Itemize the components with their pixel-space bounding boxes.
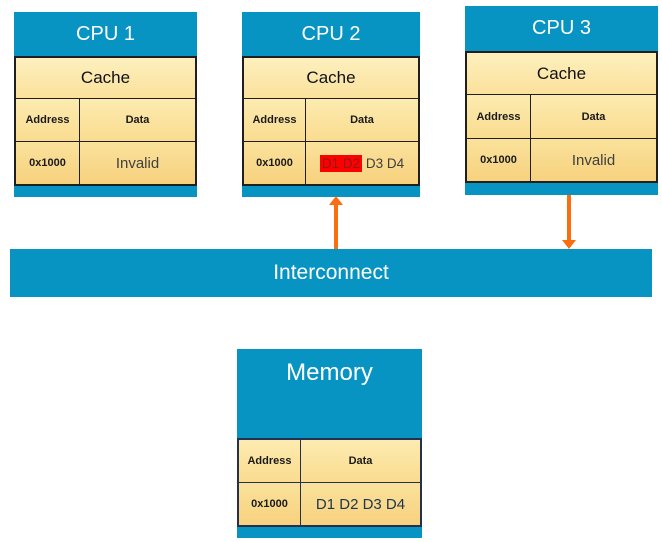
cpu1-address-header: Address	[16, 99, 79, 141]
memory-block: Memory Address Data 0x1000 D1 D2 D3 D4	[237, 349, 422, 538]
arrow-down-head-icon	[562, 240, 576, 249]
cpu3-block: CPU 3 Cache Address Data 0x1000 Invalid	[465, 6, 658, 195]
cpu2-data-header: Data	[305, 99, 418, 141]
cpu2-data-dirty-highlight: D1 D2	[319, 154, 363, 172]
cpu2-data-value: D1 D2 D3 D4	[305, 142, 418, 184]
cpu2-cache-table: Cache Address Data 0x1000 D1 D2 D3 D4	[242, 56, 420, 186]
cpu2-interconnect-arrow	[329, 196, 343, 249]
cpu1-block: CPU 1 Cache Address Data 0x1000 Invalid	[14, 12, 197, 197]
memory-data-header: Data	[300, 440, 420, 482]
cpu1-cache-table: Cache Address Data 0x1000 Invalid	[14, 56, 197, 186]
arrow-shaft	[334, 204, 338, 249]
cpu3-data-header: Data	[530, 95, 656, 138]
cpu1-data-value: Invalid	[79, 142, 195, 184]
arrow-shaft	[567, 195, 571, 241]
memory-address-value: 0x1000	[239, 483, 300, 525]
memory-table: Address Data 0x1000 D1 D2 D3 D4	[237, 438, 422, 527]
cpu2-address-header: Address	[244, 99, 305, 141]
cpu3-cache-label: Cache	[467, 53, 656, 94]
cpu1-data-header: Data	[79, 99, 195, 141]
memory-address-header: Address	[239, 440, 300, 482]
cpu1-address-value: 0x1000	[16, 142, 79, 184]
cpu3-data-value: Invalid	[530, 139, 656, 181]
memory-title: Memory	[286, 359, 373, 386]
cpu3-address-value: 0x1000	[467, 139, 530, 181]
cpu2-data-rest: D3 D4	[362, 155, 405, 171]
cpu3-title: CPU 3	[532, 17, 591, 39]
cpu3-address-header: Address	[467, 95, 530, 138]
cpu1-title: CPU 1	[76, 23, 135, 45]
interconnect-bar: Interconnect	[10, 249, 652, 297]
cpu2-title: CPU 2	[301, 23, 361, 45]
cpu2-cache-label: Cache	[244, 58, 418, 98]
cpu2-block: CPU 2 Cache Address Data 0x1000 D1 D2 D3…	[242, 12, 420, 197]
cpu3-interconnect-arrow	[562, 195, 576, 249]
cpu2-address-value: 0x1000	[244, 142, 305, 184]
arrow-up-head-icon	[329, 196, 343, 205]
cpu1-cache-label: Cache	[16, 58, 195, 98]
cpu3-cache-table: Cache Address Data 0x1000 Invalid	[465, 51, 658, 183]
memory-data-value: D1 D2 D3 D4	[300, 483, 420, 525]
